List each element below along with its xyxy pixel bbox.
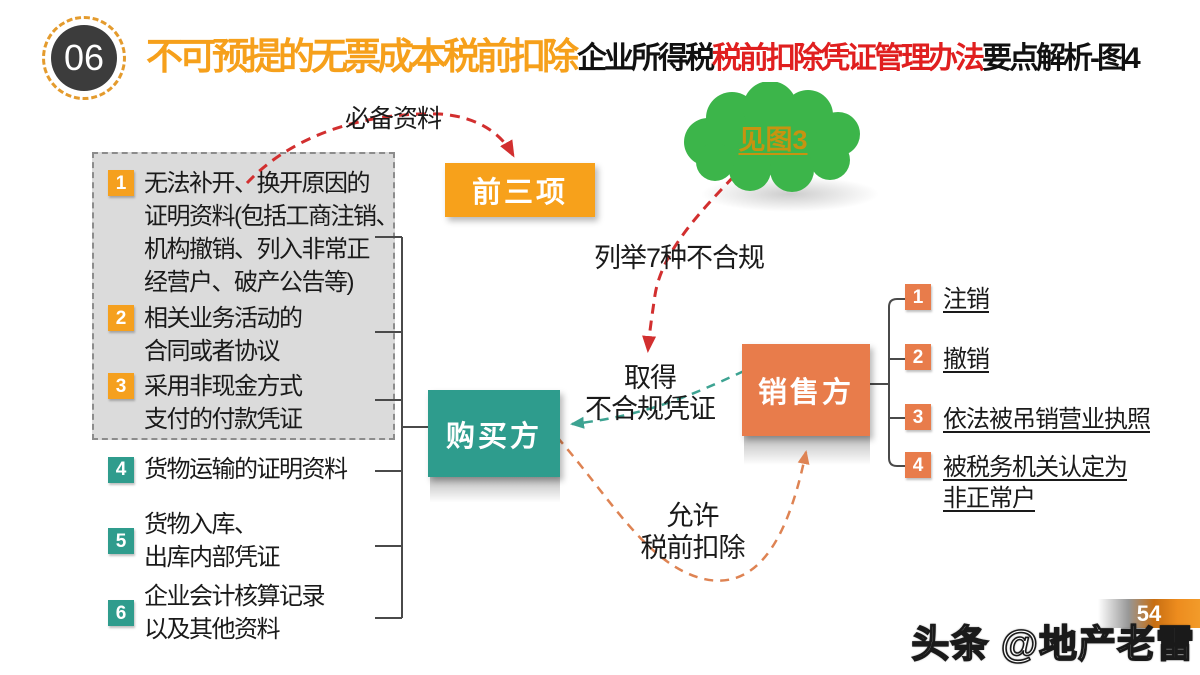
page-title: 不可预提的无票成本税前扣除 <box>146 36 579 77</box>
page-number-bar: 54 <box>1098 599 1200 628</box>
item-text: 被税务机关认定为 非正常户 <box>943 454 1128 512</box>
list-item-5: 5 货物入库、 出库内部凭证 <box>108 508 281 574</box>
item-number-badge: 1 <box>905 284 931 310</box>
page-number: 54 <box>1136 600 1162 626</box>
item-number-badge: 3 <box>108 373 134 399</box>
seller-item-3: 3 依法被吊销营业执照 <box>905 404 1151 435</box>
item-text: 依法被吊销营业执照 <box>943 406 1151 433</box>
right-bracket-line <box>870 298 905 467</box>
subtitle-part-black1: 企业所得税 <box>577 42 715 75</box>
seller-item-4: 4 被税务机关认定为 非正常户 <box>905 452 1128 514</box>
item-text: 企业会计核算记录 以及其他资料 <box>144 583 326 643</box>
item-text: 相关业务活动的 合同或者协议 <box>144 305 303 365</box>
first-three-box: 前三项 <box>445 163 595 217</box>
item-number-badge: 2 <box>905 344 931 370</box>
watermark: 头条 @地产老雷 <box>911 623 1195 667</box>
item-number-badge: 4 <box>108 456 134 483</box>
buyer-box-reflection <box>430 477 560 507</box>
seller-box: 销售方 <box>742 344 870 436</box>
required-materials-panel <box>92 152 395 440</box>
seller-item-2: 2 撤销 <box>905 344 990 375</box>
item-number-badge: 5 <box>108 528 134 554</box>
item-number-badge: 2 <box>108 305 134 331</box>
subtitle-part-black2: 要点解析-图4 <box>982 42 1141 75</box>
seller-item-1: 1 注销 <box>905 284 990 315</box>
buyer-box: 购买方 <box>428 390 560 477</box>
see-figure-3-link[interactable]: 见图3 <box>738 125 808 155</box>
page-subtitle: 企业所得税税前扣除凭证管理办法要点解析-图4 <box>577 33 1141 77</box>
item-text: 货物入库、 出库内部凭证 <box>144 511 281 571</box>
list-item-3: 3 采用非现金方式 支付的付款凭证 <box>108 370 303 436</box>
seven-noncompliant-label: 列举7种不合规 <box>594 243 765 273</box>
item-number-badge: 1 <box>108 170 134 196</box>
item-number-badge: 4 <box>905 452 931 478</box>
item-number-badge: 3 <box>905 404 931 430</box>
item-text: 无法补开、换开原因的 证明资料(包括工商注销、 机构撤销、列入非常正 经营户、破… <box>144 170 400 296</box>
list-item-6: 6 企业会计核算记录 以及其他资料 <box>108 580 326 646</box>
seller-box-reflection <box>744 436 870 470</box>
required-materials-label: 必备资料 <box>345 105 442 133</box>
first-three-label: 前三项 <box>471 177 568 209</box>
item-text: 撤销 <box>943 346 990 373</box>
seller-label: 销售方 <box>757 377 854 409</box>
section-badge: 06 <box>51 25 117 91</box>
buyer-label: 购买方 <box>445 420 542 453</box>
item-number-badge: 6 <box>108 600 134 626</box>
item-text: 采用非现金方式 支付的付款凭证 <box>144 373 303 433</box>
section-number: 06 <box>63 37 105 78</box>
list-item-4: 4 货物运输的证明资料 <box>108 453 348 486</box>
obtain-noncompliant-label: 取得 不合规凭证 <box>585 363 716 424</box>
allow-deduction-label: 允许 税前扣除 <box>640 501 746 563</box>
section-badge-ring <box>42 16 126 100</box>
list-item-1: 1 无法补开、换开原因的 证明资料(包括工商注销、 机构撤销、列入非常正 经营户… <box>108 167 400 299</box>
list-item-2: 2 相关业务活动的 合同或者协议 <box>108 302 303 368</box>
item-text: 注销 <box>943 286 990 313</box>
subtitle-part-red: 税前扣除凭证管理办法 <box>712 42 985 75</box>
item-text: 货物运输的证明资料 <box>144 456 348 483</box>
